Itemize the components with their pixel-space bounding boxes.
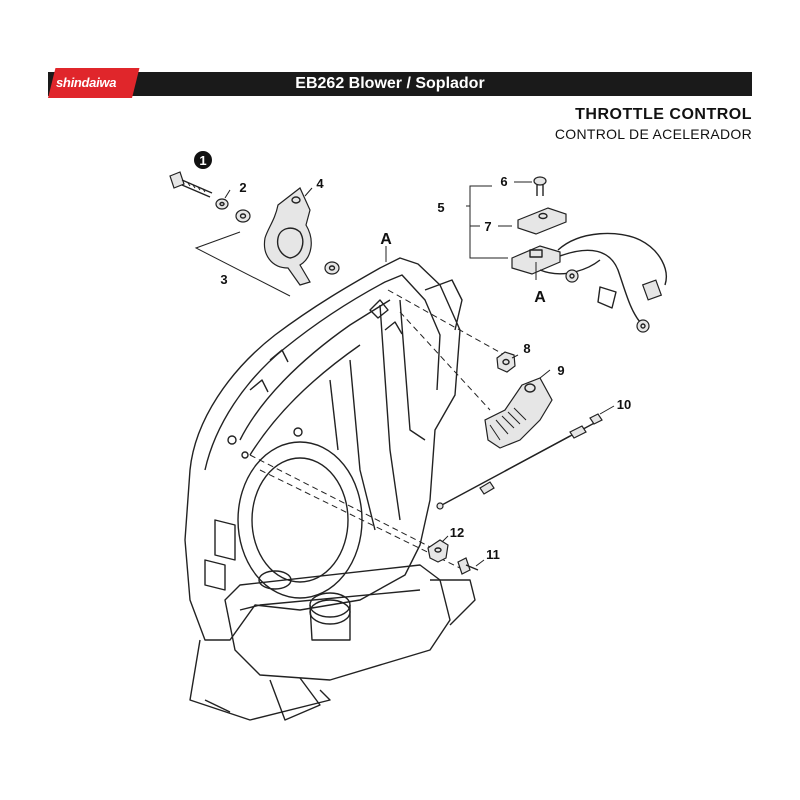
part-4-clamp (263, 187, 312, 286)
assembly-lines (249, 289, 511, 569)
callout-1: 1 (199, 153, 206, 168)
part-12-bracket (427, 539, 449, 563)
reference-a-housing: A (380, 231, 392, 248)
part-5-switch (511, 232, 667, 333)
assembly-line-8 (387, 289, 511, 359)
callout-1-circle (194, 151, 212, 169)
callout-7: 7 (484, 219, 491, 234)
part-2-washer (215, 198, 229, 210)
callout-9: 9 (557, 363, 564, 378)
callout-11: 11 (486, 547, 500, 562)
model-title: EB262 Blower / Soplador (295, 75, 485, 92)
part-6-screw (533, 176, 547, 196)
callout-labels: 1 2 3 4 5 6 7 8 9 10 11 12 A A (194, 151, 631, 562)
blower-housing (184, 257, 476, 721)
part-1-screw (169, 171, 213, 198)
part-9-throttle-trigger (484, 377, 553, 449)
brand-name: shindaiwa (56, 75, 117, 90)
reference-a-switch: A (534, 289, 546, 306)
part-7-cover (517, 207, 567, 235)
assembly-line-9 (399, 311, 491, 411)
callout-10: 10 (617, 397, 631, 412)
section-title: THROTTLE CONTROL (575, 106, 752, 123)
callout-3: 3 (220, 272, 227, 287)
part-8-nut (496, 351, 516, 373)
assembly-line-12 (249, 454, 441, 553)
callout-8: 8 (523, 341, 530, 356)
callout-5: 5 (437, 200, 444, 215)
callout-2: 2 (239, 180, 246, 195)
assembly-line-11 (259, 469, 461, 569)
callout-4: 4 (316, 176, 324, 191)
header-bar (48, 72, 752, 96)
leader-lines (194, 181, 615, 567)
section-subtitle: CONTROL DE ACELERADOR (554, 126, 752, 142)
part-3-washers (235, 209, 340, 275)
callout-12: 12 (450, 525, 464, 540)
part-10-throttle-cable (436, 413, 603, 510)
callout-6: 6 (500, 174, 507, 189)
part-11-screw (457, 557, 479, 575)
